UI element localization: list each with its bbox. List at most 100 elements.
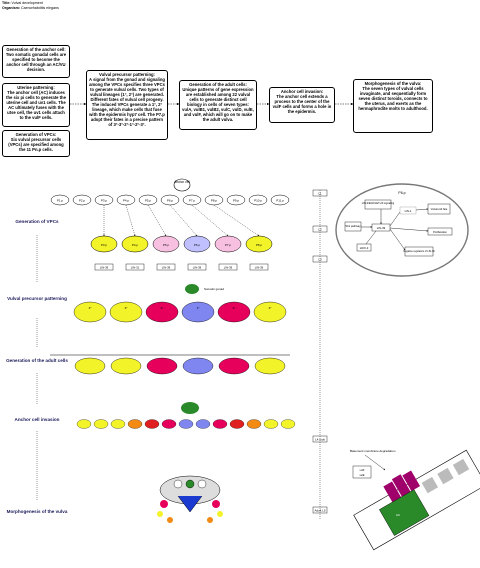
invasion-row (76, 402, 296, 429)
fate-label: 1° (197, 306, 201, 310)
adult-cell-group (218, 357, 250, 375)
pnp-cell: P4.p (116, 194, 136, 206)
summary-morphogenesis-box: Morphogenesis of the vulva: The seven ty… (353, 79, 433, 133)
morphogenesis-vulva (157, 475, 223, 523)
pathway-node-negative: Negative regulators of LIN-39 (403, 250, 435, 253)
fate-label: 3° (89, 306, 93, 310)
pnp-cell: P1.p (50, 194, 70, 206)
vpc-label: P4.p (132, 243, 139, 247)
pnp-cell: P6.p (160, 194, 180, 206)
adult-cell-group (146, 357, 178, 375)
summary-uterine-box: Uterine patterning: The anchor cell (AC)… (2, 83, 70, 127)
patterned-vpc: 3° (109, 301, 143, 323)
vpc-label: P5.p (163, 243, 170, 247)
timeline-label: L1 (318, 191, 322, 195)
summary-adult-body: Unique patterns of gene expression are e… (182, 87, 254, 122)
header-title: Title: Vulval development (2, 1, 43, 5)
pathway-node-signaling: LIN-3/EGF/LET-23 signaling (362, 201, 395, 205)
invasion-cell (280, 419, 296, 429)
summary-morphogenesis-title: Morphogenesis of the vulva: (364, 81, 422, 86)
anchor-cell-invading (181, 402, 199, 414)
gene-box-label: LIN-39 (100, 265, 109, 269)
stage-label-vpcs: Generation of VPCs (15, 219, 59, 224)
fate-label: 2° (233, 306, 237, 310)
pnp-label: P4.p (123, 199, 130, 203)
invasion-detail: Basement membrane degradation vulF vulE … (350, 449, 480, 551)
adult-cell-group (74, 357, 106, 375)
summary-precursor-title: Vulval precursor patterning: (99, 72, 155, 77)
pnp-cell: P9.p (226, 194, 246, 206)
pathway-node-hox3: HOX-3 (360, 246, 369, 250)
organism-value: Caenorhabditis elegans (20, 6, 59, 10)
summary-uterine-title: Uterine patterning: (17, 85, 55, 90)
vpc-label: P3.p (101, 243, 108, 247)
anchor-cell-label: Anchor cell (174, 180, 190, 184)
timeline-label: L2 (318, 227, 322, 231)
patterned-vpc: 3° (73, 301, 107, 323)
invasion-cell (161, 419, 177, 429)
timeline-label: L4 molt (315, 437, 325, 441)
patterned-vpc: 1° (181, 301, 215, 323)
summary-uterine-body: The anchor cell (AC) induces the six pi … (6, 90, 66, 120)
pnp-cell: P11.p (270, 194, 290, 206)
patterned-vpc: 2° (145, 301, 179, 323)
invasion-label: Basement membrane degradation (350, 449, 396, 453)
invasion-cell (229, 419, 245, 429)
title-label: Title: (2, 1, 11, 5)
invasion-cell (144, 419, 160, 429)
pnp-label: P7.p (189, 199, 196, 203)
organism-label: Organism: (2, 6, 20, 10)
adult-cell-group (110, 357, 142, 375)
patterned-vpc: 3° (253, 301, 287, 323)
invasion-cell (110, 419, 126, 429)
invasion-cell (127, 419, 143, 429)
adult-row (50, 354, 290, 375)
stage-label-invasion: Anchor cell invasion (14, 417, 60, 422)
somatic-gonad-label: Somatic gonad (204, 287, 224, 291)
invasion-cell (246, 419, 262, 429)
summary-invasion-box: Anchor cell invasion: The anchor cell ex… (269, 87, 335, 123)
pathway-title: P6.p (398, 191, 405, 195)
summary-morphogenesis-body: The seven types of vulval cells invagina… (358, 86, 428, 111)
adult-cell-group (254, 357, 286, 375)
stage-label-morphogenesis: Morphogenesis of the vulva (6, 509, 68, 514)
pathway-node-wnt: Wnt pathway (346, 224, 362, 228)
fate-label: 2° (161, 306, 165, 310)
timeline-label: L3 (318, 257, 322, 261)
pnp-label: P3.p (101, 199, 108, 203)
invasion-cell (76, 419, 92, 429)
pnp-cell: P10.p (248, 194, 268, 206)
gene-box-label: LIN-39 (162, 265, 171, 269)
summary-vpcs-title: Generation of VPCs: (15, 132, 57, 137)
pnp-cell: P5.p (138, 194, 158, 206)
anchor-cell-top (173, 178, 191, 192)
gene-box-label: LIN-39 (255, 265, 264, 269)
gene-box-label: LIN-31 (131, 265, 140, 269)
pnp-label: P2.p (79, 199, 86, 203)
adult-cell-group (182, 357, 214, 375)
fate-label: 3° (125, 306, 129, 310)
invasion-cell-vulf: vulF (360, 468, 365, 472)
stage-label-precursor: Vulval precursor patterning (7, 296, 67, 301)
stage-label-adult: Generation of the adult cells (6, 358, 68, 363)
summary-vpcs-box: Generation of VPCs: Six vulval precursor… (2, 130, 70, 157)
summary-adult-title: Generation of the adult cells: (189, 82, 247, 87)
somatic-gonad: Somatic gonad (185, 284, 224, 294)
pathway-node-proliferation: Proliferation (433, 230, 447, 234)
pathway-node-lin39: LIN-39 (377, 226, 386, 230)
summary-adult-box: Generation of the adult cells: Unique pa… (179, 80, 257, 130)
pnp-label: P5.p (145, 199, 152, 203)
pnp-cell: P7.p (182, 194, 202, 206)
summary-vpcs-body: Six vulval precursor cells (VPCs) are sp… (8, 137, 64, 152)
invasion-ac: AC (396, 513, 401, 517)
vpc-label: P8.p (256, 243, 263, 247)
vpc-row: P3.pLIN-39P4.pLIN-31P5.pLIN-39P6.pLIN-39… (90, 204, 273, 271)
summary-invasion-body: The anchor cell extends a process to the… (272, 94, 332, 114)
summary-anchor-box: Generation of the anchor cell: Two somat… (2, 45, 70, 78)
